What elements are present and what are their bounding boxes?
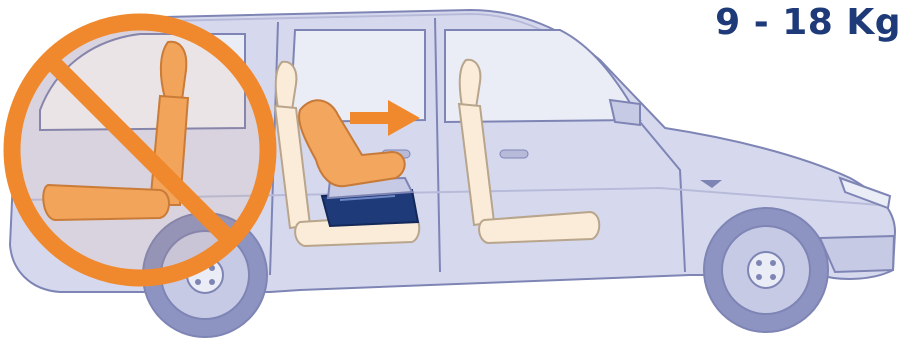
prohibition-sign-icon xyxy=(12,22,268,278)
side-mirror xyxy=(610,100,640,125)
door-handle-front xyxy=(500,150,528,158)
front-wheel xyxy=(704,208,828,332)
